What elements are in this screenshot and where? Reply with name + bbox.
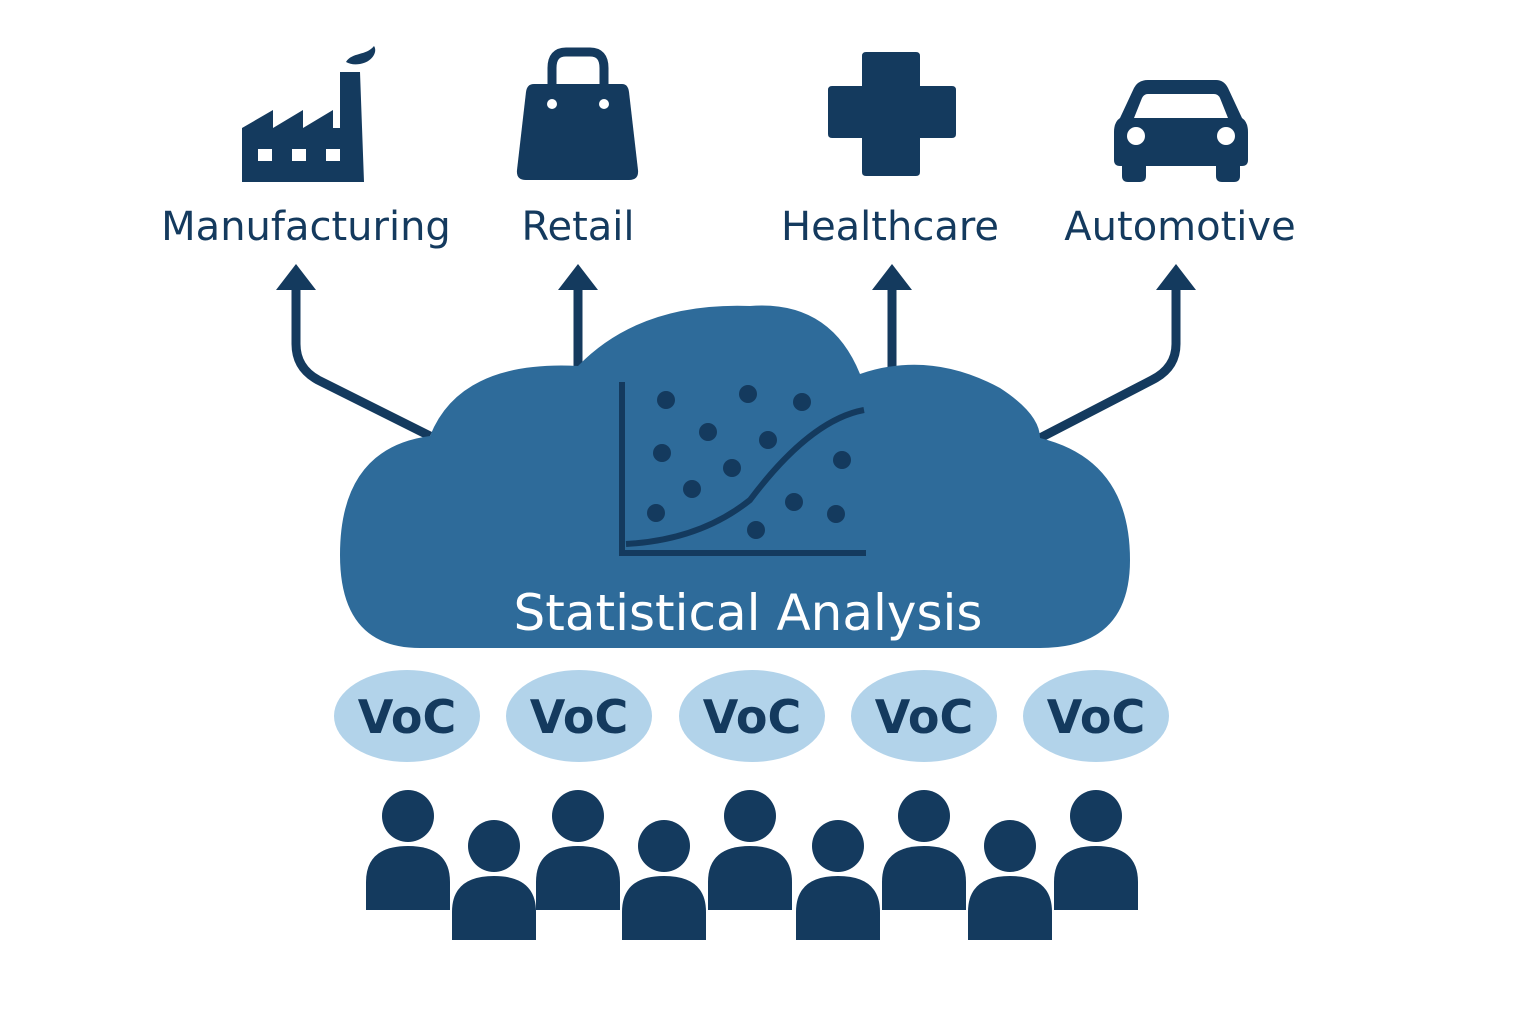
voc-label: VoC xyxy=(1047,690,1145,744)
person-icon xyxy=(536,790,620,910)
voc-bubble: VoC xyxy=(679,670,825,762)
industry-label-retail: Retail xyxy=(521,204,634,250)
industry-label-healthcare: Healthcare xyxy=(781,204,999,250)
car-icon xyxy=(1114,80,1248,182)
arrow-to-healthcare xyxy=(872,264,912,372)
person-icon xyxy=(968,820,1052,940)
arrows xyxy=(276,264,1196,442)
medical-cross-icon xyxy=(828,52,956,176)
person-icon xyxy=(1054,790,1138,910)
voc-bubble: VoC xyxy=(506,670,652,762)
analysis-cloud xyxy=(340,305,1130,648)
voc-bubbles: VoC VoC VoC VoC VoC xyxy=(334,670,1169,762)
voc-bubble: VoC xyxy=(1023,670,1169,762)
voc-label: VoC xyxy=(875,690,973,744)
scatter-plot-icon xyxy=(619,382,866,556)
shopping-bag-icon xyxy=(516,47,639,180)
voc-bubble: VoC xyxy=(334,670,480,762)
person-icon xyxy=(452,820,536,940)
person-icon xyxy=(708,790,792,910)
person-icon xyxy=(796,820,880,940)
arrow-to-automotive xyxy=(1037,264,1196,442)
person-icon xyxy=(366,790,450,910)
voc-bubble: VoC xyxy=(851,670,997,762)
person-icon xyxy=(882,790,966,910)
factory-icon xyxy=(242,46,376,182)
cloud-title: Statistical Analysis xyxy=(514,584,983,642)
voc-label: VoC xyxy=(703,690,801,744)
voc-label: VoC xyxy=(358,690,456,744)
arrow-to-manufacturing xyxy=(276,264,433,441)
people-crowd xyxy=(366,790,1138,940)
industry-label-manufacturing: Manufacturing xyxy=(161,204,451,250)
voc-label: VoC xyxy=(530,690,628,744)
industry-label-automotive: Automotive xyxy=(1064,204,1295,250)
person-icon xyxy=(622,820,706,940)
arrow-to-retail xyxy=(558,264,598,380)
